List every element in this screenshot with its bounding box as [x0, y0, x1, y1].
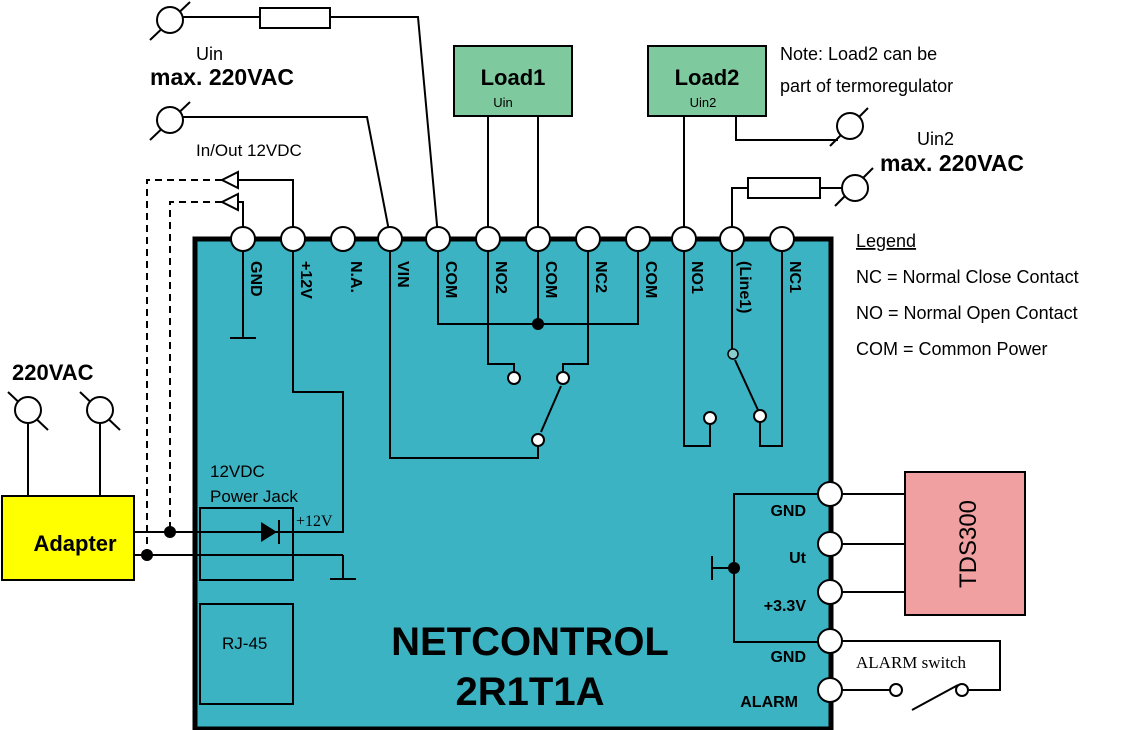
terminal-labels: GND +12V N.A. VIN COM NO2 COM NC2 COM NO…	[247, 261, 803, 313]
device-name: NETCONTROL	[391, 620, 669, 664]
term-label-com-1: COM	[442, 261, 459, 298]
alarm-switch-wiring	[842, 640, 1001, 711]
load2-title: Load2	[675, 65, 740, 90]
rj45-box	[199, 603, 294, 705]
internal-wiring	[230, 252, 783, 533]
right-label-alarm: ALARM	[740, 694, 798, 711]
legend-title: Legend	[856, 231, 916, 251]
power-jack-box	[199, 507, 294, 581]
diode-icon	[261, 520, 280, 544]
jack-voltage-label: +12V	[296, 513, 333, 530]
term-label-com-2: COM	[542, 261, 559, 298]
adapter-label: Adapter	[33, 531, 117, 556]
term-label-gnd: GND	[247, 261, 264, 297]
term-label-no2: NO2	[492, 261, 509, 294]
mains-wiring	[7, 391, 121, 496]
alarm-switch-label: ALARM switch	[856, 653, 967, 672]
inout-label: In/Out 12VDC	[196, 141, 302, 160]
right-label-ut: Ut	[789, 550, 807, 567]
mains-label: 220VAC	[12, 360, 94, 385]
right-terminals	[817, 481, 843, 703]
right-label-gnd1: GND	[770, 503, 806, 520]
legend-com: COM = Common Power	[856, 339, 1048, 359]
sensor-wiring	[842, 493, 905, 593]
load2-sub: Uin2	[690, 95, 717, 110]
legend-nc: NC = Normal Close Contact	[856, 267, 1079, 287]
sensor-label: TDS300	[955, 500, 982, 588]
term-label-line1: (Line1)	[736, 261, 753, 313]
term-label-vin: VIN	[394, 261, 411, 288]
term-label-nc1: NC1	[786, 261, 803, 293]
netcontrol-board	[192, 236, 834, 730]
note-line1: Note: Load2 can be	[780, 44, 937, 64]
load2-box	[647, 45, 767, 117]
note-line2: part of termoregulator	[780, 76, 953, 96]
sensor-box	[904, 471, 1026, 616]
rj45-label: RJ-45	[222, 634, 267, 653]
uin2-max-label: max. 220VAC	[880, 150, 1024, 176]
uin2-wiring	[731, 167, 874, 236]
term-label-com-3: COM	[642, 261, 659, 298]
jack-label-line2: Power Jack	[210, 487, 298, 506]
term-label-nc2: NC2	[592, 261, 609, 293]
right-label-33v: +3.3V	[764, 598, 807, 615]
uin-wiring	[149, 1, 439, 237]
term-label-no1: NO1	[688, 261, 705, 294]
load1-title: Load1	[481, 65, 546, 90]
uin-label: Uin	[196, 44, 223, 64]
term-label-na: N.A.	[347, 261, 364, 293]
load1-box	[453, 45, 573, 117]
uin-max-label: max. 220VAC	[150, 64, 294, 90]
legend-no: NO = Normal Open Contact	[856, 303, 1078, 323]
adapter-box	[1, 495, 135, 581]
jack-label-line1: 12VDC	[210, 462, 265, 481]
load1-sub: Uin	[493, 95, 513, 110]
term-label-12v: +12V	[297, 261, 314, 299]
right-internal-wiring	[711, 493, 818, 643]
inout-arrows	[146, 170, 294, 555]
device-model: 2R1T1A	[456, 670, 605, 714]
right-label-gnd2: GND	[770, 649, 806, 666]
uin2-label: Uin2	[917, 129, 954, 149]
top-terminals	[230, 226, 795, 252]
